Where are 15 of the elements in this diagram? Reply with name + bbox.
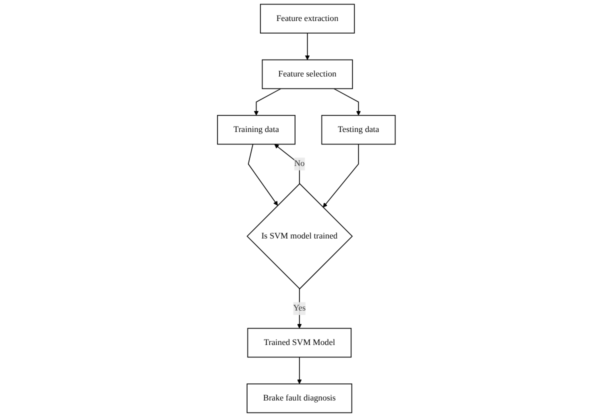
node-box: Brake fault diagnosis [246, 383, 352, 414]
arrow [297, 356, 302, 384]
arrow [334, 88, 361, 116]
node-box: Testing data [322, 114, 396, 145]
arrow [248, 144, 278, 206]
node-box: Training data [217, 114, 296, 145]
arrow [305, 32, 310, 60]
node-diamond: Is SVM model trained [246, 183, 353, 290]
node-box: Feature extraction [260, 4, 355, 34]
node-box: Feature selection [262, 59, 354, 90]
edge-label: No [294, 159, 305, 168]
arrow [322, 144, 360, 208]
arrow [254, 88, 282, 116]
edge-label: Yes [293, 304, 306, 313]
node-box: Trained SVM Model [247, 328, 352, 358]
